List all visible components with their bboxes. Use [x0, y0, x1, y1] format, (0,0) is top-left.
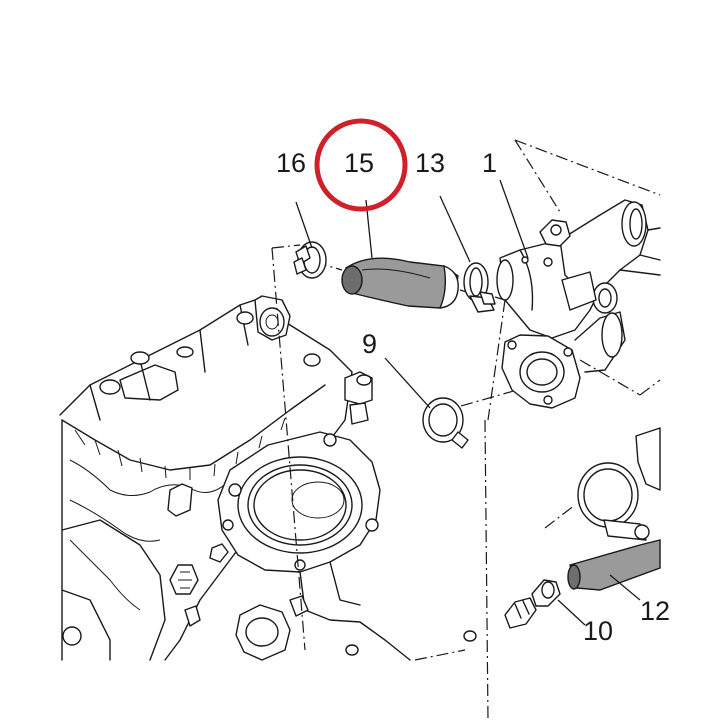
callout-15: 15 — [344, 148, 374, 178]
right-hose-clamp — [577, 427, 661, 541]
thermostat-flange — [501, 311, 626, 409]
engine-cylinder-head — [59, 295, 411, 661]
highlight-circle — [314, 118, 408, 212]
part-9-o-ring — [422, 397, 469, 449]
callout-12: 12 — [640, 596, 670, 626]
callout-9: 9 — [362, 329, 377, 359]
part-12-small-hose — [567, 539, 661, 591]
callout-1: 1 — [482, 148, 497, 178]
cylinder-flange — [217, 431, 381, 573]
callout-13: 13 — [415, 148, 445, 178]
callout-16: 16 — [276, 148, 306, 178]
part-1-thermostat-housing — [496, 199, 661, 339]
part-10-fitting — [463, 579, 561, 642]
part-15-coolant-hose — [341, 257, 459, 309]
part-13-hose-clamp — [463, 262, 496, 313]
part-16-hose-clamp — [293, 241, 327, 279]
callout-10: 10 — [583, 616, 613, 646]
